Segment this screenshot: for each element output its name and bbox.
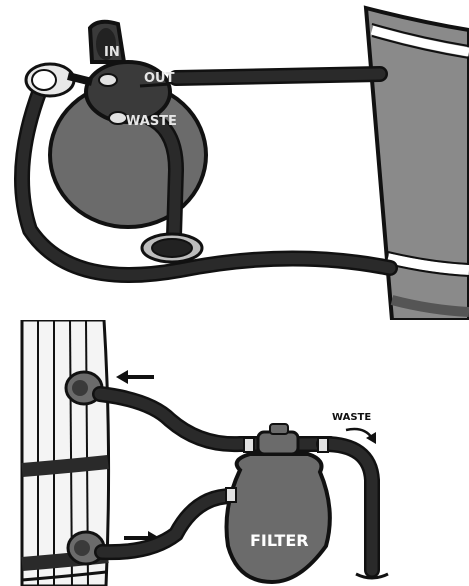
pool-filter-connection-illustration: WASTE FILTER: [0, 320, 469, 586]
label-waste-top: WASTE: [126, 114, 177, 129]
top-diagram-panel: IN OUT WASTE: [0, 0, 469, 320]
label-in: IN: [104, 45, 120, 60]
pump-fitting: [26, 64, 92, 96]
sand-filter-closeup-illustration: IN OUT WASTE: [0, 0, 469, 320]
label-out: OUT: [144, 71, 175, 86]
bottom-diagram-panel: WASTE FILTER: [0, 320, 469, 586]
label-waste-bottom: WASTE: [332, 412, 371, 423]
arrow-into-pool: [116, 370, 154, 384]
label-filter: FILTER: [250, 531, 309, 550]
